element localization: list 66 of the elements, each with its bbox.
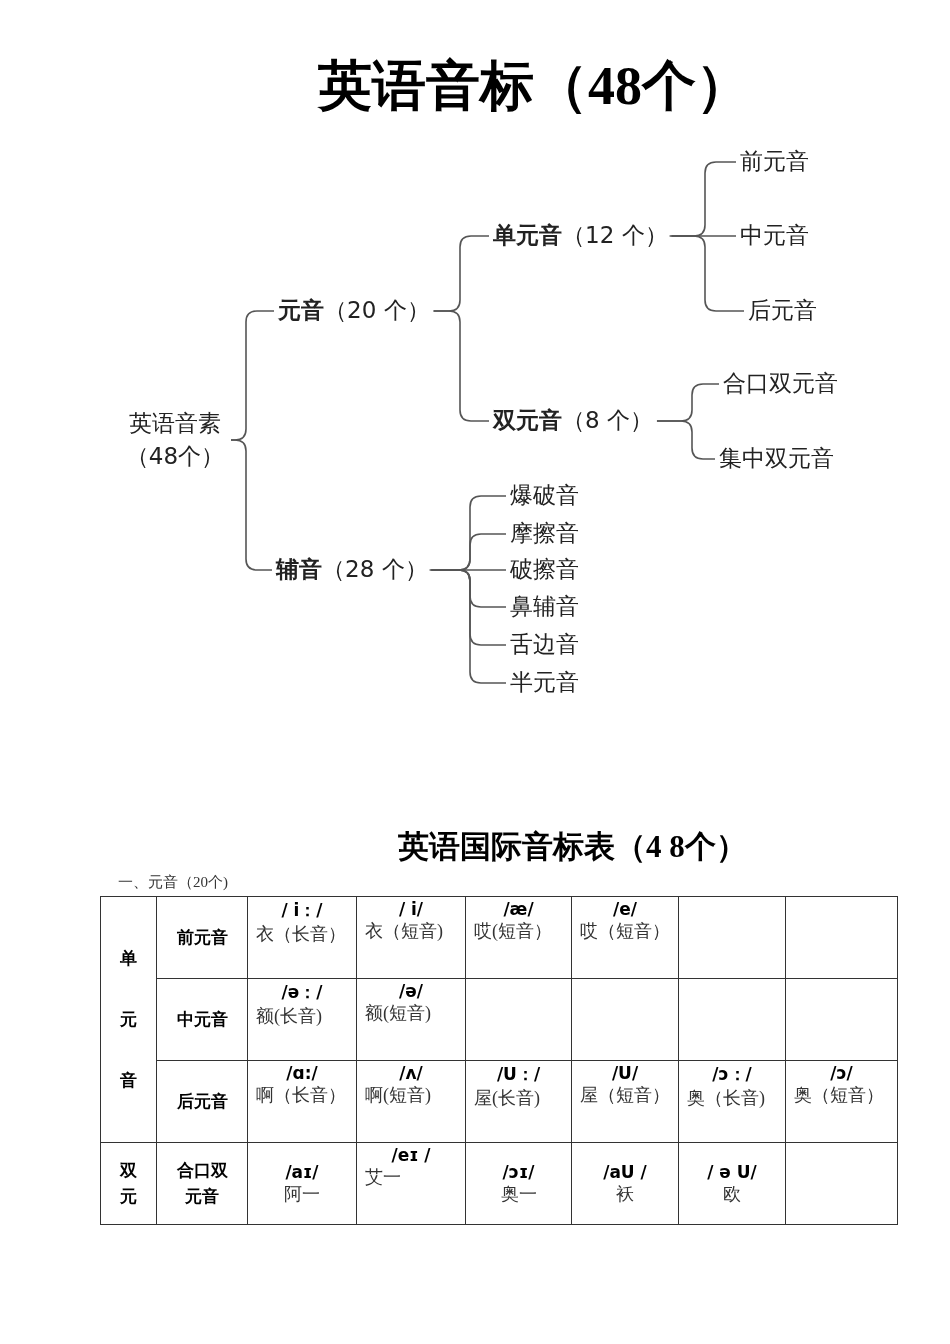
subcategory-label: 单元音（12 个） (493, 221, 668, 251)
phonetic-symbol: /ɑ:/ (286, 1063, 318, 1083)
page-title: 英语音标（48个） (318, 55, 750, 118)
bracket-line (668, 235, 737, 237)
phonetic-symbol: /ɔɪ/ (502, 1162, 535, 1183)
bracket-line (656, 420, 716, 460)
subcategory-label: 舌边音 (510, 630, 579, 660)
pronunciation-hint: 哎(短音） (474, 920, 552, 943)
pronunciation-hint: 屋(长音) (474, 1087, 540, 1110)
bracket-line (428, 569, 507, 571)
bracket-line (430, 569, 507, 684)
pronunciation-hint: 奥（短音） (794, 1084, 884, 1107)
phonetic-symbol: /ə/ (399, 981, 423, 1001)
phonetic-symbol: /ə：/ (281, 981, 323, 1004)
phonetic-symbol: /eɪ / (391, 1145, 431, 1165)
pronunciation-hint: 额(短音) (365, 1002, 431, 1025)
phonetic-symbol: / i/ (398, 899, 424, 919)
leaf-label: 合口双元音 (723, 369, 838, 399)
bracket-line (432, 310, 490, 422)
phonetic-symbol: /aɪ/ (285, 1162, 319, 1183)
leaf-label: 后元音 (748, 296, 817, 326)
group-heading: 单元音 (120, 946, 137, 1093)
bracket-line (230, 439, 273, 571)
phonetic-symbol: / ə U/ (707, 1162, 757, 1183)
pronunciation-hint: 袄 (616, 1183, 634, 1207)
subcategory-label: 双元音（8 个） (493, 406, 653, 436)
phonetic-symbol: /ʌ/ (399, 1063, 423, 1083)
pronunciation-hint: 衣（长音） (256, 923, 346, 946)
subcategory-label: 鼻辅音 (510, 592, 579, 622)
table-heading: 英语国际音标表（4 8个） (398, 828, 747, 866)
pronunciation-hint: 啊（长音） (256, 1084, 346, 1107)
pronunciation-hint: 啊(短音) (365, 1084, 431, 1107)
pronunciation-hint: 屋（短音） (580, 1084, 670, 1107)
phonetic-symbol: / i：/ (281, 899, 323, 922)
pronunciation-hint: 奥一 (500, 1183, 537, 1207)
leaf-label: 中元音 (740, 221, 809, 251)
phonetic-symbol: /ɔ：/ (712, 1063, 752, 1086)
section-note: 一、元音（20个) (118, 873, 228, 892)
pronunciation-hint: 额(长音) (256, 1005, 322, 1028)
row-heading: 合口双元音 (176, 1159, 228, 1208)
phonetic-symbol: /æ/ (503, 899, 534, 919)
pronunciation-hint: 欧 (723, 1183, 741, 1207)
leaf-label: 集中双元音 (719, 444, 834, 474)
pronunciation-hint: 艾一 (365, 1166, 401, 1189)
category-label: 元音（20 个） (278, 296, 430, 326)
subcategory-label: 半元音 (510, 668, 579, 698)
phonetic-symbol: /ɔ/ (830, 1063, 853, 1083)
pronunciation-hint: 哎（短音） (580, 920, 670, 943)
subcategory-label: 破擦音 (510, 555, 579, 585)
group-heading: 双元 (120, 1159, 137, 1208)
row-heading: 前元音 (176, 926, 228, 949)
bracket-line (670, 235, 745, 312)
category-label: 辅音（28 个） (276, 555, 428, 585)
root-category: 英语音素（48个） (124, 408, 226, 471)
phonetic-symbol: /aU / (603, 1162, 647, 1183)
pronunciation-hint: 阿一 (284, 1183, 320, 1207)
row-heading: 后元音 (176, 1090, 228, 1113)
pronunciation-hint: 衣（短音) (365, 920, 443, 943)
phonetic-symbol: /U：/ (496, 1063, 541, 1086)
row-heading: 中元音 (176, 1008, 228, 1031)
pronunciation-hint: 奥（长音) (687, 1087, 765, 1110)
subcategory-label: 爆破音 (510, 481, 579, 511)
leaf-label: 前元音 (740, 147, 809, 177)
subcategory-label: 摩擦音 (510, 519, 579, 549)
phonetic-symbol: /e/ (613, 899, 637, 919)
phonetic-symbol: /U/ (611, 1063, 639, 1083)
